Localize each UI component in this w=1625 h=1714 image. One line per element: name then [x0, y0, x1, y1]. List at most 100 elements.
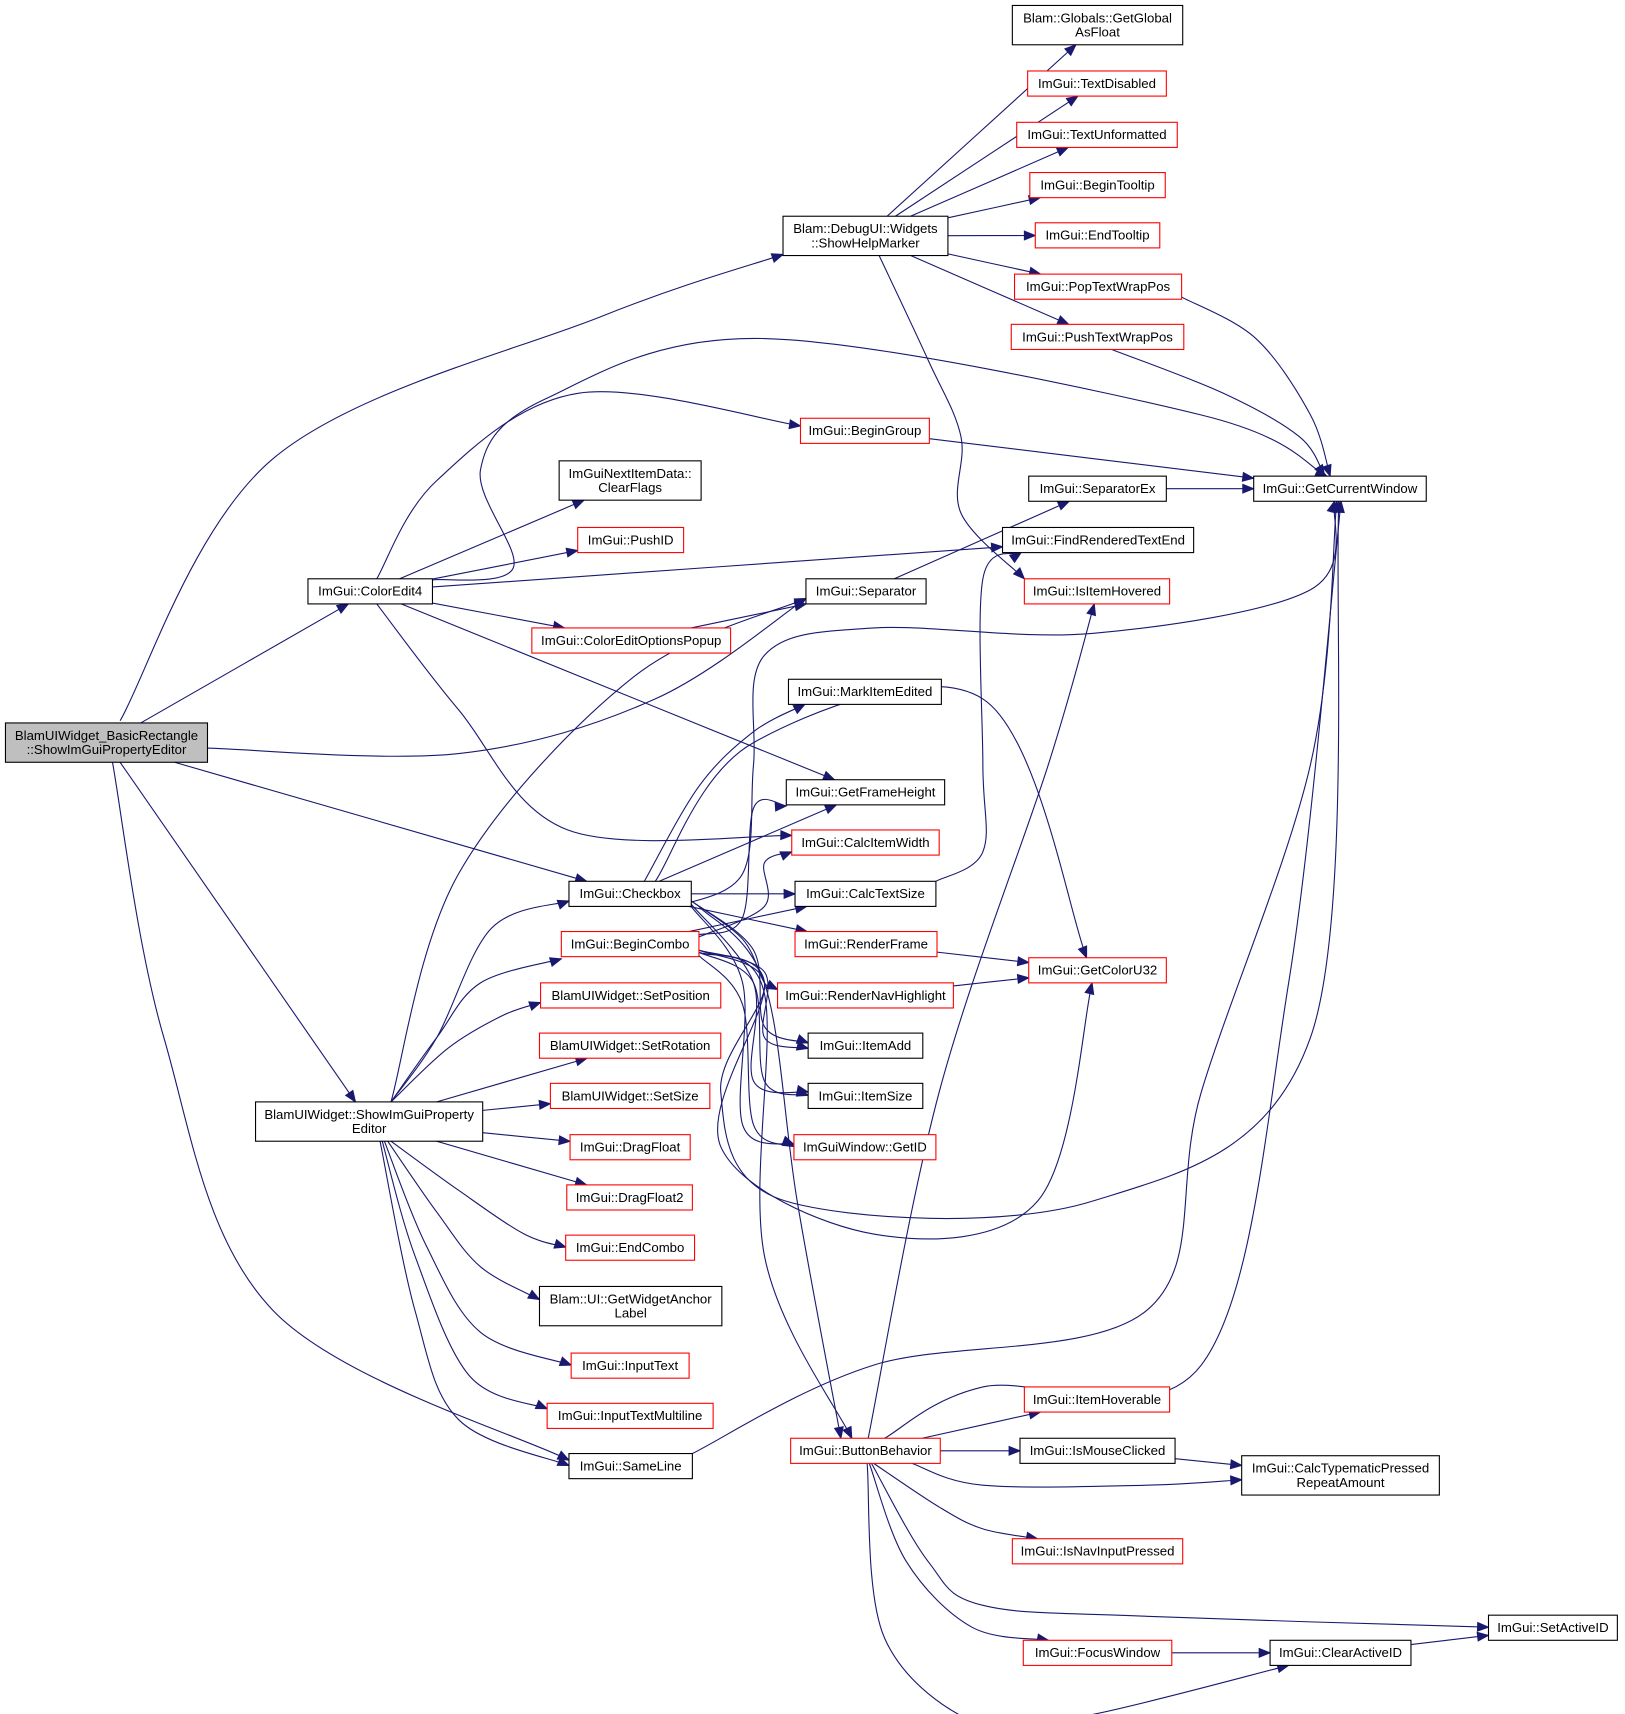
node-isMouseClicked[interactable]: ImGui::IsMouseClicked — [1019, 1437, 1176, 1464]
node-endCombo[interactable]: ImGui::EndCombo — [565, 1234, 696, 1261]
node-box[interactable] — [1011, 1538, 1184, 1565]
node-box[interactable] — [782, 215, 949, 257]
node-dragFloat2[interactable]: ImGui::DragFloat2 — [566, 1184, 693, 1211]
node-root[interactable]: BlamUIWidget_BasicRectangle::ShowImGuiPr… — [4, 722, 209, 763]
node-box[interactable] — [1034, 222, 1161, 249]
node-box[interactable] — [1019, 1437, 1176, 1464]
node-colorEditOptionsPopup[interactable]: ImGui::ColorEditOptionsPopup — [531, 627, 732, 654]
node-box[interactable] — [1011, 4, 1184, 46]
node-box[interactable] — [570, 1352, 690, 1379]
node-box[interactable] — [254, 1101, 484, 1142]
node-box[interactable] — [577, 526, 685, 554]
node-itemSize[interactable]: ImGui::ItemSize — [807, 1082, 924, 1110]
node-setPosition[interactable]: BlamUIWidget::SetPosition — [540, 982, 722, 1009]
node-box[interactable] — [1010, 323, 1185, 351]
node-focusWindow[interactable]: ImGui::FocusWindow — [1022, 1639, 1173, 1666]
node-box[interactable] — [531, 627, 732, 654]
node-beginCombo[interactable]: ImGui::BeginCombo — [560, 930, 700, 958]
node-checkbox[interactable]: ImGui::Checkbox — [568, 880, 692, 907]
node-box[interactable] — [799, 417, 930, 444]
node-getColorU32[interactable]: ImGui::GetColorU32 — [1028, 957, 1167, 984]
node-box[interactable] — [1001, 526, 1195, 554]
node-box[interactable] — [1023, 578, 1171, 605]
node-isNavInputPressed[interactable]: ImGui::IsNavInputPressed — [1011, 1538, 1184, 1565]
node-showImGuiPropertyEditor[interactable]: BlamUIWidget::ShowImGuiPropertyEditor — [254, 1101, 484, 1142]
node-box[interactable] — [4, 722, 209, 763]
node-separatorEx[interactable]: ImGui::SeparatorEx — [1028, 475, 1167, 502]
node-box[interactable] — [1253, 475, 1427, 502]
node-setRotation[interactable]: BlamUIWidget::SetRotation — [538, 1032, 722, 1059]
node-box[interactable] — [791, 829, 940, 856]
node-renderNavHighlight[interactable]: ImGui::RenderNavHighlight — [777, 982, 954, 1009]
node-box[interactable] — [1241, 1455, 1440, 1496]
node-box[interactable] — [805, 578, 927, 605]
node-getFrameHeight[interactable]: ImGui::GetFrameHeight — [785, 779, 946, 806]
node-inputTextMultiline[interactable]: ImGui::InputTextMultiline — [546, 1402, 714, 1429]
node-clearFlags[interactable]: ImGuiNextItemData::ClearFlags — [558, 460, 702, 501]
node-box[interactable] — [1028, 957, 1167, 984]
node-clearActiveID[interactable]: ImGui::ClearActiveID — [1269, 1639, 1412, 1666]
node-box[interactable] — [794, 930, 938, 958]
node-box[interactable] — [549, 1082, 711, 1110]
node-box[interactable] — [1023, 1386, 1171, 1413]
node-box[interactable] — [793, 1134, 937, 1161]
node-box[interactable] — [307, 578, 434, 605]
node-sameLine[interactable]: ImGui::SameLine — [568, 1452, 693, 1480]
node-showHelpMarker[interactable]: Blam::DebugUI::Widgets::ShowHelpMarker — [782, 215, 949, 257]
node-textDisabled[interactable]: ImGui::TextDisabled — [1027, 70, 1167, 97]
node-getID[interactable]: ImGuiWindow::GetID — [793, 1134, 937, 1161]
node-itemAdd[interactable]: ImGui::ItemAdd — [807, 1032, 924, 1059]
node-separator[interactable]: ImGui::Separator — [805, 578, 927, 605]
node-box[interactable] — [787, 678, 942, 705]
node-box[interactable] — [790, 1437, 941, 1464]
node-box[interactable] — [1269, 1639, 1412, 1666]
node-box[interactable] — [807, 1032, 924, 1059]
node-box[interactable] — [565, 1234, 696, 1261]
node-setSize[interactable]: BlamUIWidget::SetSize — [549, 1082, 711, 1110]
node-box[interactable] — [558, 460, 702, 501]
node-isItemHovered[interactable]: ImGui::IsItemHovered — [1023, 578, 1171, 605]
node-setActiveID[interactable]: ImGui::SetActiveID — [1487, 1614, 1618, 1641]
node-box[interactable] — [1487, 1614, 1618, 1641]
node-popTextWrapPos[interactable]: ImGui::PopTextWrapPos — [1013, 273, 1183, 300]
node-inputText[interactable]: ImGui::InputText — [570, 1352, 690, 1379]
node-box[interactable] — [1028, 475, 1167, 502]
node-calcItemWidth[interactable]: ImGui::CalcItemWidth — [791, 829, 940, 856]
node-box[interactable] — [560, 930, 700, 958]
node-box[interactable] — [1022, 1639, 1173, 1666]
node-box[interactable] — [568, 1452, 693, 1480]
node-getCurrentWindow[interactable]: ImGui::GetCurrentWindow — [1253, 475, 1427, 502]
node-box[interactable] — [566, 1184, 693, 1211]
node-box[interactable] — [538, 1032, 722, 1059]
node-beginTooltip[interactable]: ImGui::BeginTooltip — [1029, 171, 1166, 199]
node-box[interactable] — [568, 880, 692, 907]
node-box[interactable] — [785, 779, 946, 806]
node-box[interactable] — [1016, 121, 1178, 148]
node-textUnformatted[interactable]: ImGui::TextUnformatted — [1016, 121, 1178, 148]
node-box[interactable] — [546, 1402, 714, 1429]
node-box[interactable] — [777, 982, 954, 1009]
node-renderFrame[interactable]: ImGui::RenderFrame — [794, 930, 938, 958]
node-buttonBehavior[interactable]: ImGui::ButtonBehavior — [790, 1437, 941, 1464]
node-box[interactable] — [794, 880, 937, 907]
node-box[interactable] — [540, 982, 722, 1009]
node-markItemEdited[interactable]: ImGui::MarkItemEdited — [787, 678, 942, 705]
node-dragFloat[interactable]: ImGui::DragFloat — [569, 1134, 691, 1161]
node-box[interactable] — [1013, 273, 1183, 300]
node-box[interactable] — [1027, 70, 1167, 97]
node-beginGroup[interactable]: ImGui::BeginGroup — [799, 417, 930, 444]
node-calcTextSize[interactable]: ImGui::CalcTextSize — [794, 880, 937, 907]
node-box[interactable] — [569, 1134, 691, 1161]
node-pushTextWrapPos[interactable]: ImGui::PushTextWrapPos — [1010, 323, 1185, 351]
node-pushID[interactable]: ImGui::PushID — [577, 526, 685, 554]
node-box[interactable] — [807, 1082, 924, 1110]
node-findRenderedTextEnd[interactable]: ImGui::FindRenderedTextEnd — [1001, 526, 1195, 554]
node-endTooltip[interactable]: ImGui::EndTooltip — [1034, 222, 1161, 249]
node-itemHoverable[interactable]: ImGui::ItemHoverable — [1023, 1386, 1171, 1413]
node-box[interactable] — [538, 1285, 723, 1327]
node-colorEdit4[interactable]: ImGui::ColorEdit4 — [307, 578, 434, 605]
node-box[interactable] — [1029, 171, 1166, 199]
